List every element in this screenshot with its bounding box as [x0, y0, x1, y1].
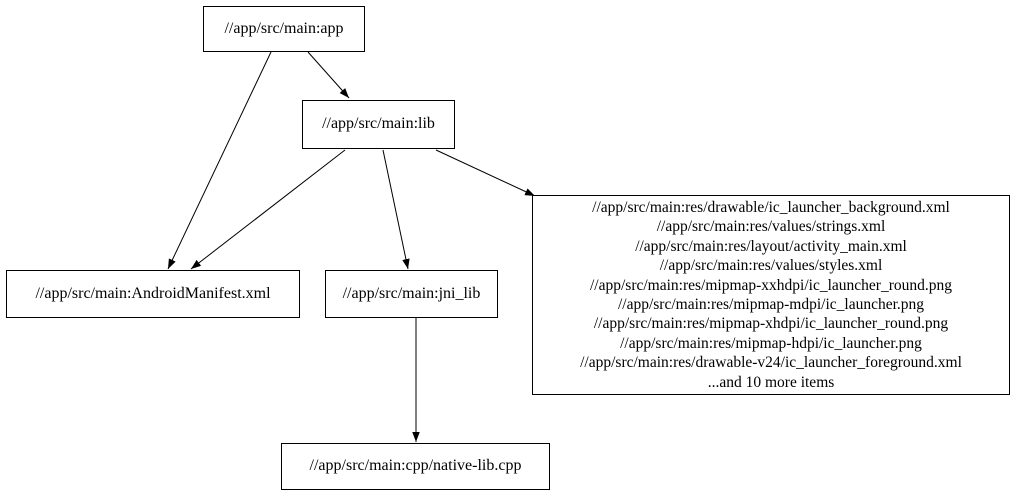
- node-lib: //app/src/main:lib: [302, 100, 455, 149]
- resource-line: //app/src/main:res/drawable-v24/ic_launc…: [580, 354, 962, 372]
- node-app: //app/src/main:app: [203, 6, 365, 52]
- node-native-lib: //app/src/main:cpp/native-lib.cpp: [281, 443, 550, 490]
- resource-line: //app/src/main:res/mipmap-mdpi/ic_launch…: [617, 296, 925, 313]
- node-app-label: //app/src/main:app: [224, 19, 344, 37]
- edge-lib-to-resources: [435, 149, 536, 197]
- node-lib-label: //app/src/main:lib: [322, 115, 435, 133]
- edge-app-to-lib: [307, 51, 350, 99]
- resource-line: //app/src/main:res/mipmap-xxhdpi/ic_laun…: [589, 276, 952, 294]
- node-jni-lib-label: //app/src/main:jni_lib: [342, 284, 481, 302]
- resource-line: //app/src/main:res/values/styles.xml: [659, 257, 883, 275]
- resource-line: //app/src/main:res/values/strings.xml: [656, 218, 886, 236]
- edge-lib-to-jni-lib: [382, 149, 410, 270]
- resource-line: //app/src/main:res/mipmap-hdpi/ic_launch…: [620, 334, 922, 352]
- node-android-manifest: //app/src/main:AndroidManifest.xml: [6, 270, 300, 318]
- resource-line: //app/src/main:res/layout/activity_main.…: [635, 237, 907, 255]
- edge-app-to-android-manifest: [167, 51, 272, 270]
- resource-line: //app/src/main:res/mipmap-xhdpi/ic_launc…: [593, 315, 949, 333]
- resource-line: //app/src/main:res/drawable/ic_launcher_…: [592, 198, 950, 216]
- edge-lib-to-android-manifest: [190, 149, 346, 270]
- node-jni-lib: //app/src/main:jni_lib: [325, 270, 498, 318]
- node-android-manifest-label: //app/src/main:AndroidManifest.xml: [35, 284, 271, 302]
- node-resources: //app/src/main:res/drawable/ic_launcher_…: [532, 195, 1010, 395]
- resource-line-more: ...and 10 more items: [707, 373, 835, 391]
- node-native-lib-label: //app/src/main:cpp/native-lib.cpp: [309, 457, 522, 475]
